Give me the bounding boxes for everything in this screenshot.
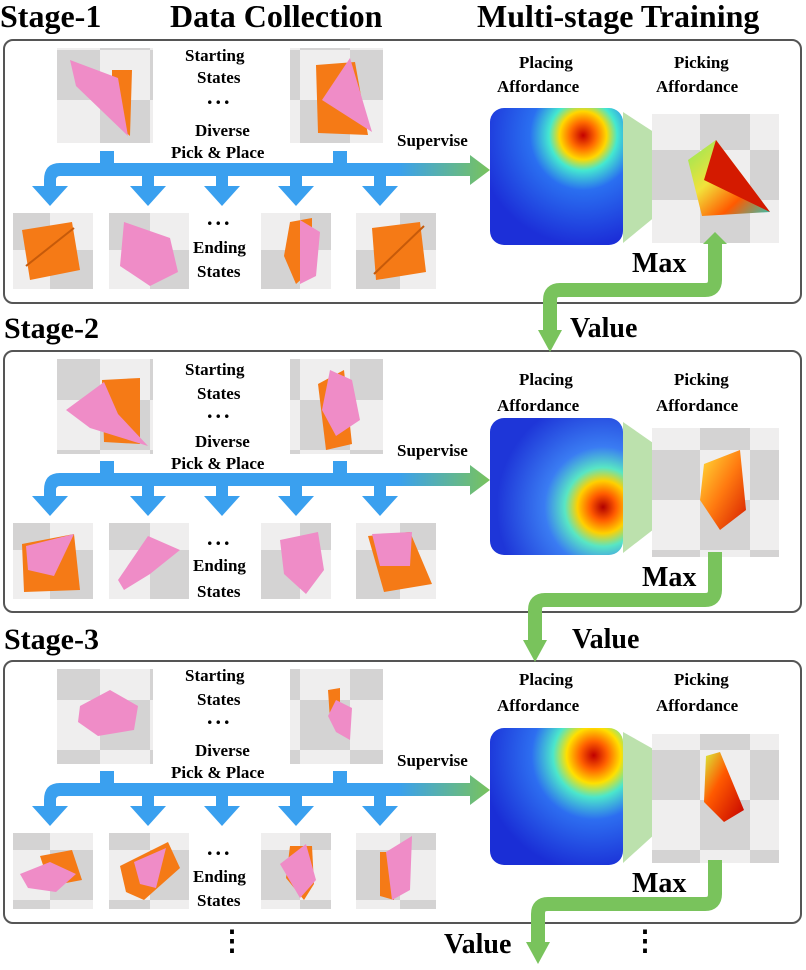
data-collection-title: Data Collection xyxy=(170,0,383,34)
picking-label: Picking xyxy=(674,670,729,689)
affordance-label: Affordance xyxy=(656,396,739,415)
supervise-label: Supervise xyxy=(397,751,468,770)
max-label: Max xyxy=(642,562,697,593)
placing-affordance-heatmap xyxy=(490,728,623,865)
placing-label: Placing xyxy=(519,53,573,72)
placing-label: Placing xyxy=(519,670,573,689)
starting-state-image xyxy=(57,359,153,454)
affordance-label: Affordance xyxy=(497,396,580,415)
picking-label: Picking xyxy=(674,370,729,389)
pick-place-label: Pick & Place xyxy=(171,454,265,473)
supervise-arrow xyxy=(398,155,490,185)
ellipsis: ... xyxy=(207,84,233,109)
multi-stage-training-title: Multi-stage Training xyxy=(477,0,760,34)
stage-1-title: Stage-1 xyxy=(0,0,102,34)
affordance-label: Affordance xyxy=(497,696,580,715)
ending-state-image xyxy=(356,523,436,599)
pick-place-label: Pick & Place xyxy=(171,143,265,162)
states-label: States xyxy=(197,68,241,87)
diverse-label: Diverse xyxy=(195,432,250,451)
pick-place-arrow-tree xyxy=(32,771,400,826)
states-label: States xyxy=(197,891,241,910)
stage-3-label: Stage-3 xyxy=(4,623,99,656)
states-label: States xyxy=(197,582,241,601)
value-label: Value xyxy=(444,929,512,960)
ending-state-image xyxy=(109,213,189,289)
ellipsis: ... xyxy=(207,704,233,729)
starting-state-image xyxy=(57,48,153,143)
picking-affordance-image xyxy=(652,734,779,863)
supervise-label: Supervise xyxy=(397,441,468,460)
states-label: States xyxy=(197,690,241,709)
diverse-label: Diverse xyxy=(195,741,250,760)
starting-state-image xyxy=(290,359,383,454)
ending-label: Ending xyxy=(193,867,246,886)
affordance-label: Affordance xyxy=(497,77,580,96)
starting-state-image xyxy=(290,669,383,764)
pick-place-arrow-tree xyxy=(32,151,400,206)
ending-state-image xyxy=(356,213,436,289)
diverse-label: Diverse xyxy=(195,121,250,140)
max-value-arrow xyxy=(543,240,722,332)
placing-affordance-heatmap xyxy=(490,418,623,555)
ellipsis: ... xyxy=(207,525,233,550)
supervise-arrow xyxy=(398,465,490,495)
starting-label: Starting xyxy=(185,46,245,65)
picking-label: Picking xyxy=(674,53,729,72)
ending-state-image xyxy=(261,523,331,599)
starting-label: Starting xyxy=(185,360,245,379)
placing-label: Placing xyxy=(519,370,573,389)
max-value-arrow xyxy=(531,860,722,944)
value-label: Value xyxy=(572,624,640,655)
value-label: Value xyxy=(570,313,638,344)
ellipsis: ... xyxy=(207,835,233,860)
affordance-label: Affordance xyxy=(656,77,739,96)
ending-state-image xyxy=(356,833,436,909)
ending-label: Ending xyxy=(193,556,246,575)
starting-label: Starting xyxy=(185,666,245,685)
states-label: States xyxy=(197,262,241,281)
ending-state-image xyxy=(13,213,93,289)
supervise-label: Supervise xyxy=(397,131,468,150)
ellipsis: ... xyxy=(207,398,233,423)
states-label: States xyxy=(197,384,241,403)
vertical-ellipsis: ⋮ xyxy=(218,926,246,957)
ending-state-image xyxy=(261,213,331,289)
ending-state-image xyxy=(13,833,93,909)
pick-place-label: Pick & Place xyxy=(171,763,265,782)
ellipsis: ... xyxy=(207,205,233,230)
ending-state-image xyxy=(109,833,189,909)
pick-place-arrow-tree xyxy=(32,461,400,516)
affordance-label: Affordance xyxy=(656,696,739,715)
stage-2-label: Stage-2 xyxy=(4,312,99,345)
max-label: Max xyxy=(632,868,687,899)
picking-affordance-image xyxy=(652,428,779,557)
starting-state-image xyxy=(290,48,383,143)
vertical-ellipsis: ⋮ xyxy=(631,926,659,957)
supervise-arrow xyxy=(398,775,490,805)
ending-state-image xyxy=(13,523,93,599)
starting-state-image xyxy=(57,669,153,764)
ending-label: Ending xyxy=(193,238,246,257)
max-value-arrow xyxy=(528,552,722,642)
placing-affordance-heatmap xyxy=(490,108,623,245)
ending-state-image xyxy=(109,523,189,599)
max-label: Max xyxy=(632,248,687,279)
picking-affordance-image xyxy=(652,114,779,243)
ending-state-image xyxy=(261,833,331,909)
